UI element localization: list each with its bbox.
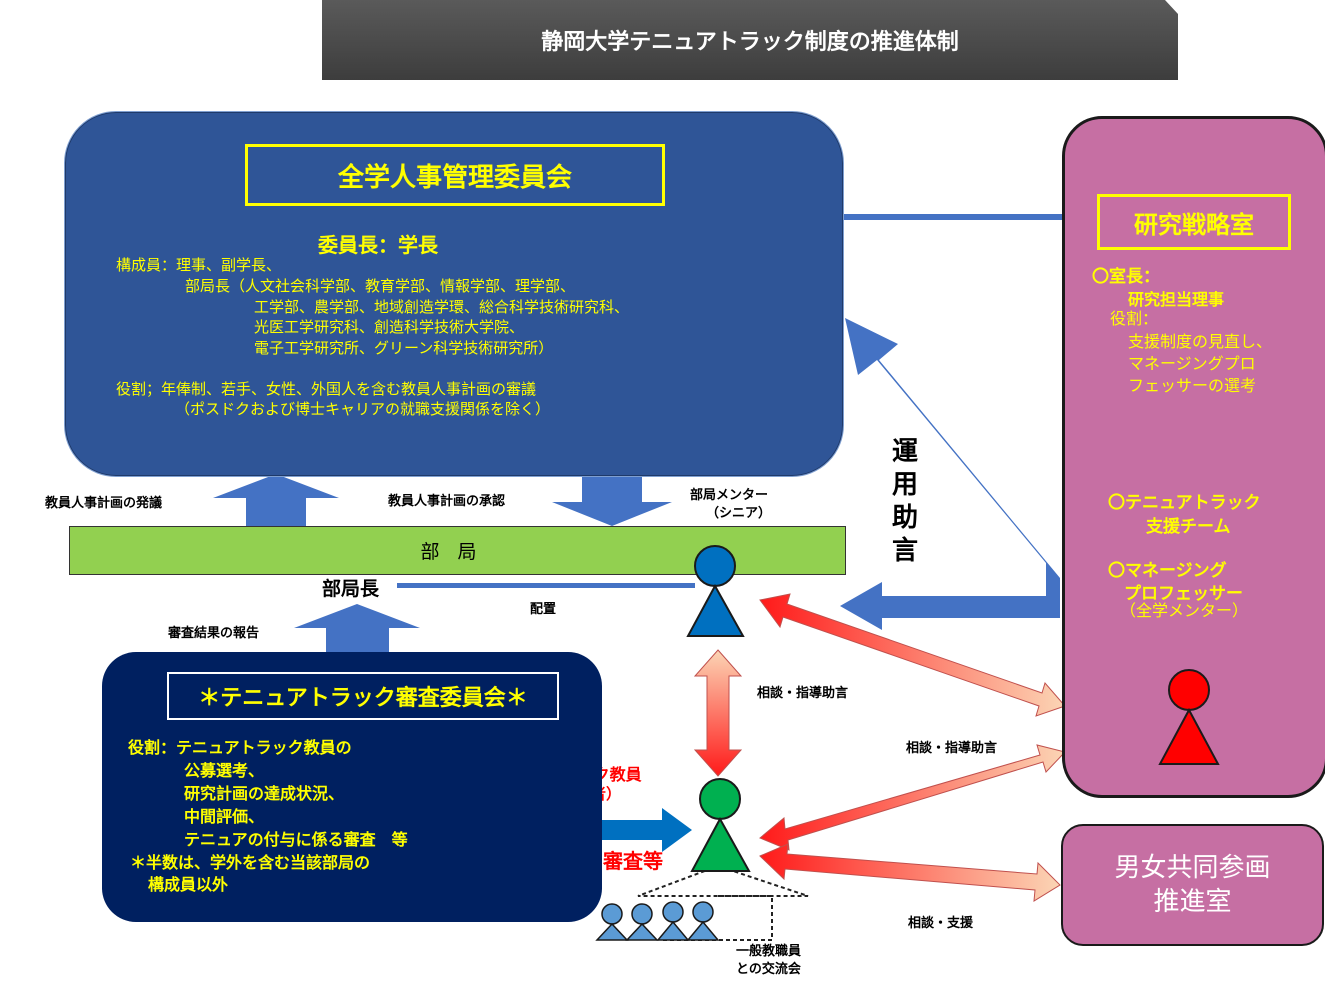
plan-proposal-label: 教員人事計画の発議 — [45, 496, 163, 511]
managing-professor-line: 〇マネージング — [1108, 561, 1227, 581]
consult-label-mentor: 相談・指導助言 — [757, 686, 849, 701]
mentor-head — [694, 545, 736, 587]
faculty-group — [595, 901, 720, 941]
page-title: 静岡大学テニュアトラック制度の推進体制 — [322, 0, 1178, 80]
committee-members-line: 電子工学研究所、グリーン科学技術研究所） — [254, 339, 554, 357]
review-role-line: 公募選考、 — [184, 761, 265, 780]
gender-office-panel: 男女共同参画 推進室 — [1061, 824, 1324, 946]
managing-professor-note: （全学メンター） — [1120, 601, 1249, 620]
exchange-label: 一般教職員 — [736, 944, 802, 959]
plan-approval-label: 教員人事計画の承認 — [388, 494, 506, 509]
strategy-head-value: 研究担当理事 — [1128, 290, 1225, 309]
exchange-dotted-outline — [637, 864, 809, 897]
committee-title: 全学人事管理委員会 — [245, 144, 665, 206]
mentor-tt-double-arrow — [693, 649, 743, 777]
faculty-body — [625, 922, 659, 941]
review-committee-panel — [102, 652, 602, 922]
proposal-up-arrow — [213, 474, 339, 526]
review-arrow — [572, 808, 692, 852]
review-note-line: ＊半数は、学外を含む当該部局の — [130, 853, 371, 872]
mp-body — [1158, 707, 1220, 765]
committee-panel — [64, 111, 844, 477]
committee-chair: 委員長：学長 — [318, 233, 438, 257]
placement-label: 配置 — [530, 602, 557, 617]
committee-members-line: 部局長（人文社会科学部、教育学部、情報学部、理学部、 — [185, 277, 576, 295]
committee-members-line: 光医工学研究科、創造科学技術大学院、 — [254, 318, 525, 336]
strategy-role-line: 支援制度の見直し、 — [1128, 332, 1273, 351]
tt-faculty-head — [699, 778, 741, 820]
consult-label-strategy: 相談・指導助言 — [906, 741, 998, 756]
strategy-role-line: フェッサーの選考 — [1128, 376, 1257, 395]
review-role-line: 役割：テニュアトラック教員の — [128, 738, 352, 757]
faculty-body — [656, 920, 690, 941]
faculty-head — [662, 901, 684, 923]
review-role-line: 研究計画の達成状況、 — [184, 784, 345, 803]
review-etc-label: 審査等 — [603, 849, 663, 873]
approval-down-arrow — [552, 475, 672, 526]
strategy-title: 研究戦略室 — [1097, 194, 1291, 250]
gender-office-line: 男女共同参画 — [1114, 853, 1271, 883]
committee-role-line: 役割；年俸制、若手、女性、外国人を含む教員人事計画の審議 — [116, 380, 537, 398]
tt-support-team-line: 〇テニュアトラック — [1108, 493, 1261, 513]
review-role-line: テニュアの付与に係る審査 等 — [184, 830, 408, 849]
dept-head-label: 部局長 — [322, 578, 380, 600]
faculty-head — [692, 901, 714, 923]
faculty-body — [595, 922, 629, 941]
review-role-line: 中間評価、 — [184, 807, 265, 826]
consult-support-label: 相談・支援 — [908, 916, 974, 931]
operation-advice-label: 運用助言 — [891, 437, 918, 566]
mentor-label: 部局メンター — [690, 488, 769, 503]
managing-professor-line: プロフェッサー — [1124, 584, 1243, 604]
review-report-label: 審査結果の報告 — [168, 626, 260, 641]
mentor-label-senior: （シニア） — [706, 506, 772, 521]
strategy-head-label: 〇室長： — [1092, 267, 1160, 287]
placement-line — [397, 583, 695, 588]
tt-gender-double-arrow — [759, 843, 1061, 902]
committee-members-line: 構成員：理事、副学長、 — [116, 256, 282, 274]
tt-support-team-line: 支援チーム — [1146, 517, 1231, 537]
operation-advice-arrow — [845, 318, 1060, 597]
faculty-head — [631, 903, 653, 925]
committee-members-line: 工学部、農学部、地域創造学環、総合科学技術研究科、 — [254, 298, 630, 316]
mentor-body — [686, 583, 745, 637]
faculty-head — [601, 903, 623, 925]
strategy-role-line: マネージングプロ — [1128, 354, 1256, 373]
gender-office-line: 推進室 — [1153, 887, 1232, 917]
review-report-up-arrow — [294, 604, 420, 652]
faculty-body — [686, 920, 720, 941]
strategy-to-mentor-arrow — [840, 582, 1060, 630]
tt-faculty-body — [690, 816, 751, 872]
strategy-role-label: 役割： — [1110, 309, 1159, 328]
review-note-line: 構成員以外 — [148, 875, 229, 894]
committee-role-line: （ポスドクおよび博士キャリアの就職支援関係を除く） — [175, 400, 551, 418]
exchange-label-2: との交流会 — [736, 962, 801, 977]
review-committee-title: ＊テニュアトラック審査委員会＊ — [167, 672, 559, 720]
